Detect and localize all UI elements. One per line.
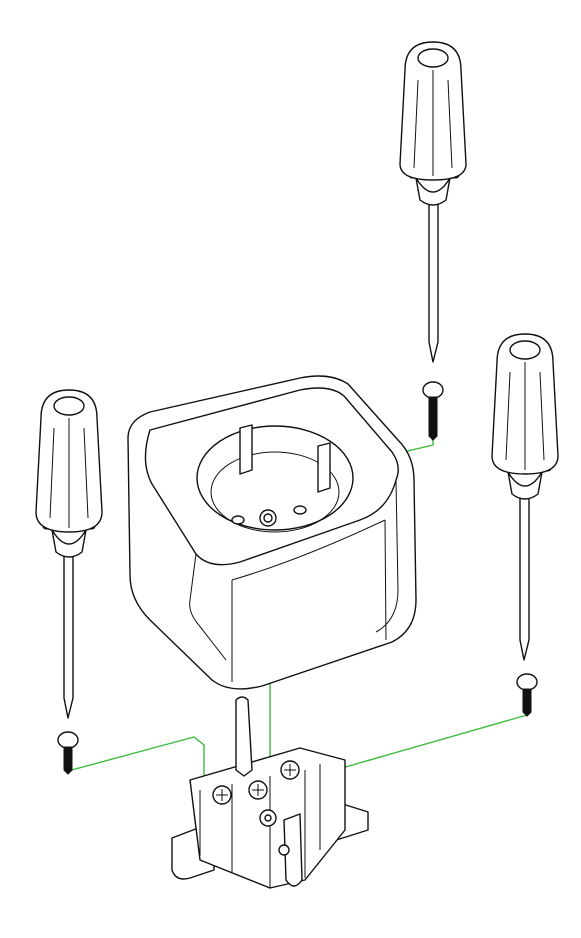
screw-top [422,381,444,441]
guide-line-left-screw [67,736,205,845]
screw-left [57,731,79,775]
guide-line-right-screw [339,714,528,806]
screwdriver-left [35,389,103,719]
screwdriver-top [399,41,467,363]
screwdriver-right [491,333,559,661]
screw-right [516,673,538,717]
socket-housing [127,375,417,690]
terminal-block [171,696,369,889]
